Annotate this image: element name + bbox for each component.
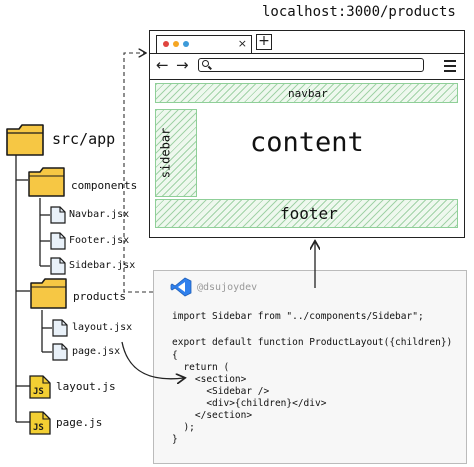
navbar-file-label: Navbar.jsx <box>69 209 130 220</box>
minimize-window-dot-icon[interactable] <box>173 41 179 47</box>
forward-arrow-icon[interactable]: → <box>176 56 189 74</box>
hamburger-menu-icon-line <box>444 70 456 72</box>
navbar-region: navbar <box>155 83 458 103</box>
page-js-file-icon: JS <box>29 411 51 435</box>
page-js-file-label: page.js <box>56 416 103 429</box>
author-handle: @dsujoydev <box>197 282 258 293</box>
footer-region-label: footer <box>280 204 338 223</box>
products-folder-label: products <box>73 290 126 303</box>
layout-js-badge: JS <box>33 387 44 397</box>
hamburger-menu-icon[interactable] <box>444 60 456 62</box>
browser-window: × + ← → navbar sidebar content footer <box>149 30 465 238</box>
new-tab-button[interactable]: + <box>256 34 272 50</box>
code-line: ); <box>172 422 195 433</box>
code-line: </section> <box>172 410 253 421</box>
code-line: <section> <box>172 374 247 385</box>
search-icon-handle <box>208 65 212 70</box>
footer-file-icon <box>50 232 66 250</box>
vscode-logo-icon <box>170 277 192 297</box>
footer-file-label: Footer.jsx <box>69 235 130 246</box>
page-js-badge: JS <box>33 423 44 433</box>
components-folder-icon <box>28 167 65 197</box>
content-region-label: content <box>250 127 364 158</box>
browser-url-title: localhost:3000/products <box>262 4 456 20</box>
code-line: { <box>172 350 178 361</box>
tab-close-icon[interactable]: × <box>237 37 247 50</box>
root-folder-icon <box>6 124 44 156</box>
products-folder-icon <box>30 278 67 309</box>
layout-js-file-icon: JS <box>29 375 51 399</box>
hamburger-menu-icon-line <box>444 65 456 67</box>
sidebar-file-icon <box>50 257 66 275</box>
footer-region: footer <box>155 199 458 228</box>
close-window-dot-icon[interactable] <box>163 41 169 47</box>
layout-js-file-label: layout.js <box>56 380 116 393</box>
search-icon <box>202 60 209 67</box>
layout-jsx-file-icon <box>52 319 68 337</box>
page-jsx-file-icon <box>52 343 68 361</box>
address-bar[interactable] <box>198 58 424 72</box>
components-folder-label: components <box>71 179 138 192</box>
code-line: return ( <box>172 362 230 373</box>
code-line: <div>{children}</div> <box>172 398 327 409</box>
page-jsx-file-label: page.jsx <box>72 346 121 357</box>
browser-tab[interactable]: × <box>156 35 252 53</box>
root-folder-label: src/app <box>52 130 116 148</box>
maximize-window-dot-icon[interactable] <box>183 41 189 47</box>
code-line: } <box>172 434 178 445</box>
layout-jsx-file-label: layout.jsx <box>72 322 133 333</box>
sidebar-region: sidebar <box>155 109 197 197</box>
code-snippet-card: @dsujoydev import Sidebar from "../compo… <box>153 270 467 464</box>
code-line: import Sidebar from "../components/Sideb… <box>172 311 424 322</box>
navbar-file-icon <box>50 206 66 224</box>
browser-tab-strip: × + <box>150 31 464 54</box>
sidebar-file-label: Sidebar.jsx <box>69 260 136 271</box>
back-arrow-icon[interactable]: ← <box>156 56 169 74</box>
navbar-region-label: navbar <box>288 87 328 100</box>
browser-nav-strip: ← → <box>150 53 464 80</box>
sidebar-region-label: sidebar <box>158 127 173 179</box>
code-line: export default function ProductLayout({c… <box>172 337 453 348</box>
code-line: <Sidebar /> <box>172 386 270 397</box>
